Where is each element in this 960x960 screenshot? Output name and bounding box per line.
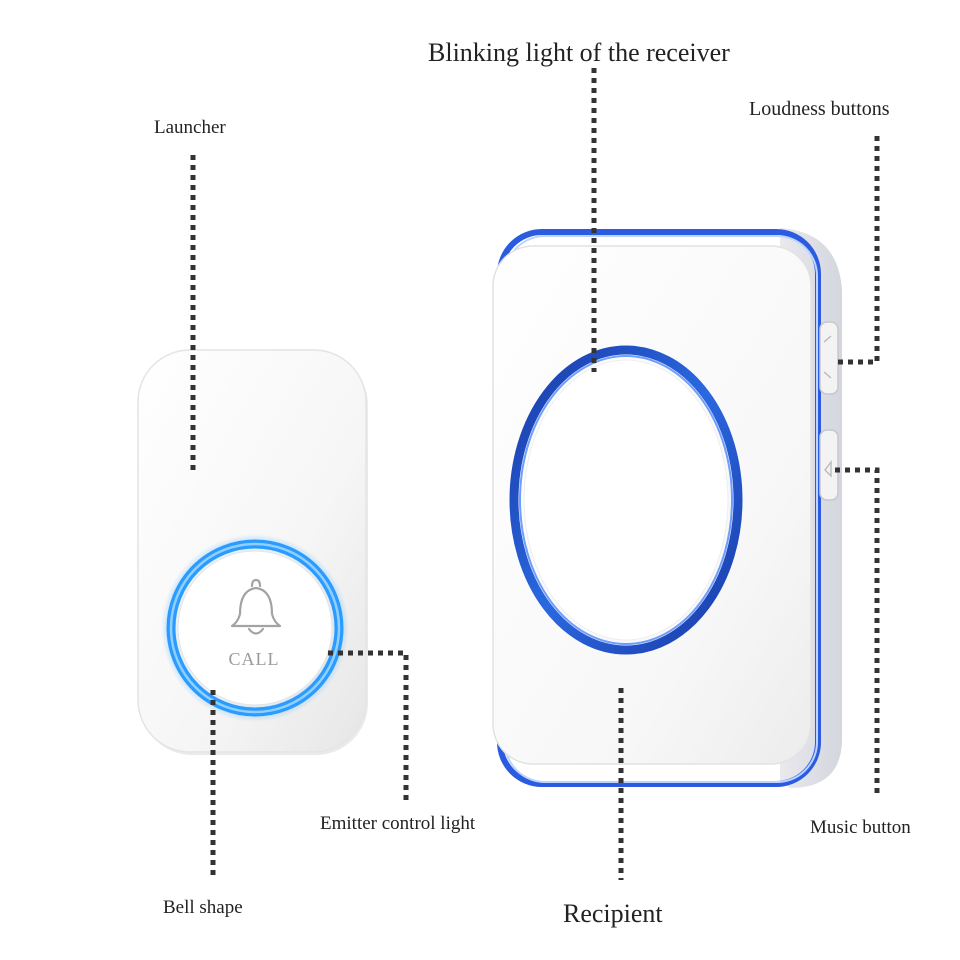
transmitter-device: CALL xyxy=(137,349,368,755)
call-button-label: CALL xyxy=(229,649,280,669)
leader-loudness xyxy=(835,136,880,365)
receiver-device xyxy=(492,228,842,788)
bell-icon xyxy=(230,578,282,635)
label-recipient: Recipient xyxy=(563,899,663,928)
receiver-blinking-light-ring xyxy=(509,345,743,655)
label-launcher: Launcher xyxy=(154,117,226,138)
label-emitter-control-light: Emitter control light xyxy=(320,813,476,834)
leader-music xyxy=(835,467,880,798)
label-music-button: Music button xyxy=(810,817,911,838)
leader-lines xyxy=(190,68,880,880)
label-bell-shape: Bell shape xyxy=(163,897,243,918)
loudness-buttons[interactable] xyxy=(819,321,839,395)
label-loudness-buttons: Loudness buttons xyxy=(749,98,890,120)
call-button[interactable] xyxy=(177,550,333,706)
music-button[interactable] xyxy=(819,429,839,501)
label-blinking-light: Blinking light of the receiver xyxy=(428,38,730,67)
